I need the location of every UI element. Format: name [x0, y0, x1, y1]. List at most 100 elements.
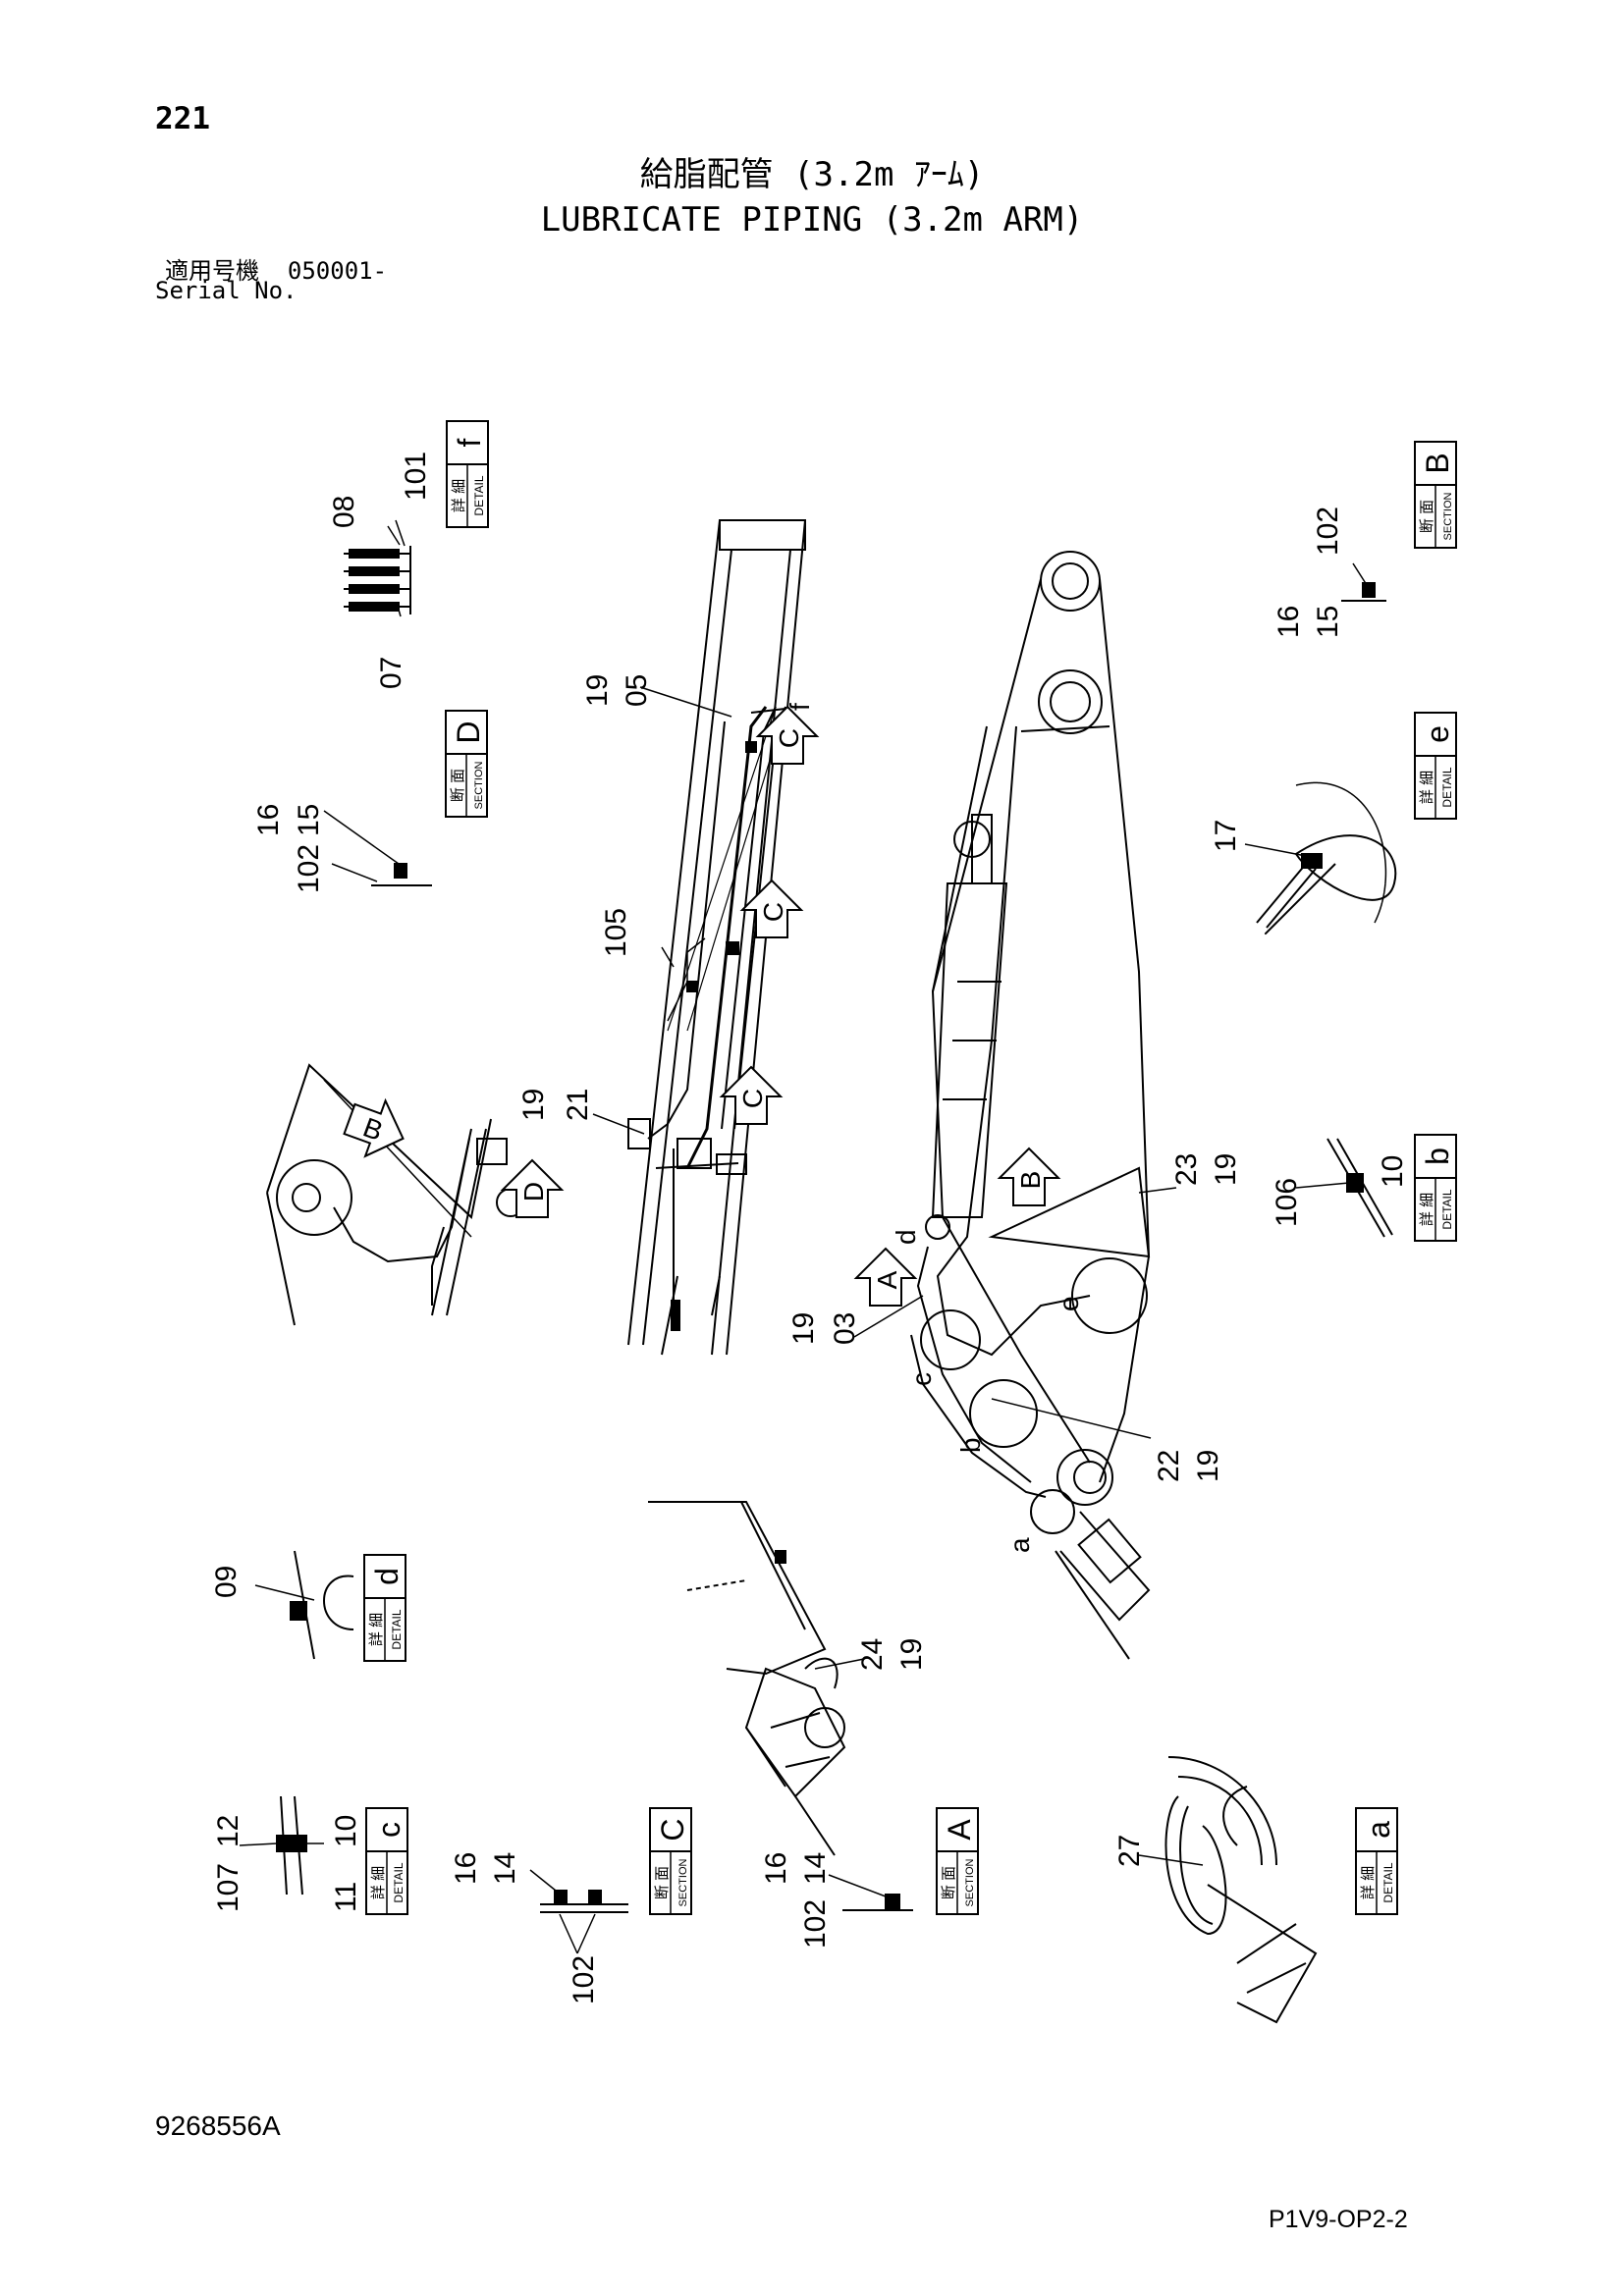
detail-en-label: DETAIL: [392, 1862, 406, 1902]
view-letter-a: a: [1004, 1537, 1035, 1553]
section-letter-B: B: [1420, 453, 1455, 473]
callout-19: 19: [581, 674, 614, 707]
detail-box-b: 詳 細 DETAIL b: [1414, 1134, 1457, 1242]
section-box-D: 断 面 SECTION D: [445, 710, 488, 818]
callout-07: 07: [375, 657, 407, 689]
detail-e-drawing: [1244, 781, 1397, 935]
section-C-drawing: [529, 1869, 628, 1954]
callout-19: 19: [787, 1312, 820, 1345]
view-arrow-C-2: C: [739, 879, 804, 938]
callout-08: 08: [328, 496, 360, 528]
detail-b-drawing: [1295, 1138, 1393, 1238]
serial-label-japanese: 適用号機: [165, 257, 259, 285]
section-box-B: 断 面 SECTION B: [1414, 441, 1457, 549]
callout-101: 101: [400, 452, 432, 501]
detail-a-drawing: [1138, 1756, 1318, 2024]
callout-15: 15: [293, 804, 325, 836]
arrow-letter: C: [758, 902, 788, 922]
serial-line-japanese: 適用号機 050001-: [165, 251, 387, 286]
view-letter-b: b: [955, 1437, 986, 1453]
callout-106: 106: [1271, 1178, 1303, 1227]
detail-letter-c: c: [371, 1822, 406, 1838]
detail-c-drawing: [239, 1795, 324, 1896]
callout-11: 11: [330, 1882, 362, 1912]
detail-jp-label: 詳 細: [1419, 771, 1435, 804]
detail-box-d: 詳 細 DETAIL d: [363, 1554, 406, 1662]
callout-19: 19: [1192, 1450, 1224, 1482]
section-box-C: 断 面 SECTION C: [649, 1807, 692, 1915]
callout-19: 19: [1210, 1153, 1242, 1186]
section-letter-C: C: [655, 1818, 690, 1841]
section-jp-label: 断 面: [1419, 500, 1435, 533]
detail-letter-a: a: [1361, 1821, 1396, 1839]
serial-label-english: Serial No.: [155, 277, 298, 304]
page-number: 221: [155, 101, 210, 136]
detail-jp-label: 詳 細: [370, 1866, 387, 1899]
section-en-label: SECTION: [677, 1859, 689, 1907]
section-letter-D: D: [451, 721, 486, 743]
callout-10: 10: [330, 1815, 362, 1847]
title-japanese: 給脂配管 (3.2m ｱｰﾑ): [639, 155, 985, 194]
callout-17: 17: [1210, 820, 1242, 852]
detail-box-c: 詳 細 DETAIL c: [365, 1807, 408, 1915]
view-arrow-D-1: D: [500, 1158, 565, 1218]
callout-15: 15: [1312, 606, 1344, 638]
callout-16: 16: [760, 1852, 792, 1885]
callout-14: 14: [799, 1852, 832, 1885]
callout-21: 21: [562, 1089, 594, 1121]
arm-end-leaders: [814, 1658, 865, 1670]
detail-letter-b: b: [1420, 1148, 1455, 1165]
page-code: P1V9-OP2-2: [1269, 2206, 1408, 2233]
callout-19: 19: [517, 1089, 550, 1121]
serial-value: 050001-: [287, 257, 388, 285]
boom-structure: [910, 551, 1151, 1660]
section-jp-label: 断 面: [450, 769, 466, 802]
callout-105: 105: [600, 908, 632, 957]
section-en-label: SECTION: [964, 1859, 976, 1907]
detail-en-label: DETAIL: [1381, 1862, 1395, 1902]
detail-jp-label: 詳 細: [451, 479, 467, 512]
view-letter-d: d: [891, 1229, 921, 1245]
section-letter-A: A: [942, 1819, 977, 1841]
callout-14: 14: [489, 1852, 521, 1885]
callout-102: 102: [568, 1955, 600, 2004]
callout-09: 09: [210, 1566, 243, 1598]
callout-16: 16: [450, 1852, 482, 1885]
callout-102: 102: [293, 844, 325, 893]
detail-letter-e: e: [1420, 725, 1455, 743]
detail-box-a: 詳 細 DETAIL a: [1355, 1807, 1398, 1915]
detail-box-e: 詳 細 DETAIL e: [1414, 712, 1457, 820]
detail-en-label: DETAIL: [390, 1609, 404, 1649]
detail-en-label: DETAIL: [1440, 1189, 1454, 1229]
callout-22: 22: [1153, 1450, 1185, 1482]
detail-f-fittings: [344, 519, 411, 617]
detail-jp-label: 詳 細: [1419, 1193, 1435, 1226]
view-arrow-B-2: B: [997, 1147, 1061, 1206]
view-letter-c: c: [906, 1372, 937, 1386]
view-arrow-A-1: A: [853, 1247, 918, 1307]
callout-107: 107: [212, 1863, 244, 1912]
detail-d-drawing: [254, 1550, 354, 1660]
detail-letter-f: f: [452, 438, 487, 447]
callout-16: 16: [1272, 606, 1305, 638]
boom-foot-view: [266, 1063, 525, 1326]
arm-end-view: [648, 1501, 846, 1856]
callout-102: 102: [799, 1899, 832, 1949]
arrow-letter: C: [737, 1089, 768, 1108]
document-number: 9268556A: [155, 2110, 281, 2141]
section-D-bracket: [323, 810, 432, 886]
detail-letter-d: d: [369, 1568, 405, 1585]
title-english: LUBRICATE PIPING (3.2m ARM): [540, 200, 1084, 240]
detail-en-label: DETAIL: [472, 475, 486, 515]
view-arrow-C-3: C: [719, 1065, 784, 1125]
callout-05: 05: [621, 674, 653, 707]
arrow-letter: C: [774, 728, 804, 748]
callout-16: 16: [252, 804, 285, 836]
section-box-A: 断 面 SECTION A: [936, 1807, 979, 1915]
view-arrow-C-1: C: [755, 705, 820, 765]
section-en-label: SECTION: [1442, 493, 1454, 541]
detail-jp-label: 詳 細: [1360, 1866, 1377, 1899]
section-A-drawing: [828, 1874, 913, 1911]
callout-19: 19: [895, 1638, 928, 1671]
